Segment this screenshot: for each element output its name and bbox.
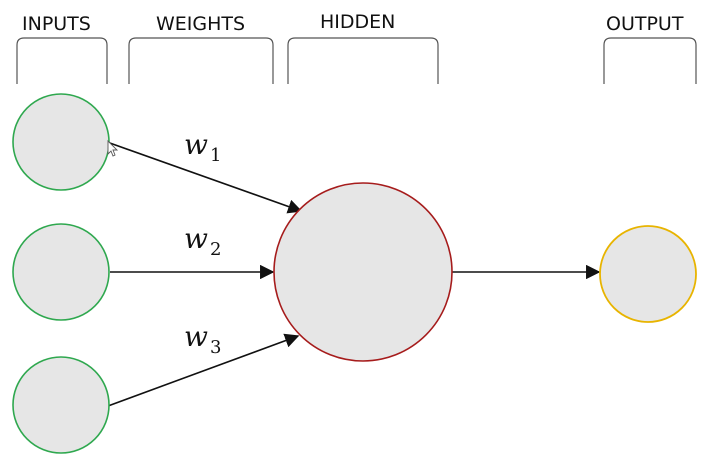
input-node-1 bbox=[12, 93, 110, 191]
arrow-input-3-to-hidden bbox=[107, 333, 300, 407]
weight-subscript-3: 3 bbox=[210, 337, 221, 358]
weight-symbol-3: w bbox=[184, 320, 208, 353]
weights-header: WEIGHTS bbox=[156, 13, 245, 35]
input-node-3 bbox=[12, 356, 110, 454]
cursor-icon bbox=[107, 139, 119, 157]
weight-symbol-1: w bbox=[184, 128, 208, 161]
output-header: OUTPUT bbox=[606, 13, 684, 35]
inputs-bracket bbox=[16, 37, 108, 84]
hidden-header: HIDDEN bbox=[320, 11, 395, 33]
weights-bracket bbox=[128, 37, 274, 84]
weight-subscript-1: 1 bbox=[210, 145, 221, 166]
input-node-2 bbox=[12, 223, 110, 321]
inputs-header: INPUTS bbox=[22, 13, 91, 35]
hidden-node bbox=[273, 182, 453, 362]
output-bracket bbox=[603, 37, 697, 84]
weight-subscript-2: 2 bbox=[210, 239, 221, 260]
output-node bbox=[599, 225, 697, 323]
weight-symbol-2: w bbox=[184, 222, 208, 255]
arrow-input-1-to-hidden bbox=[106, 141, 303, 214]
hidden-bracket bbox=[287, 37, 439, 84]
